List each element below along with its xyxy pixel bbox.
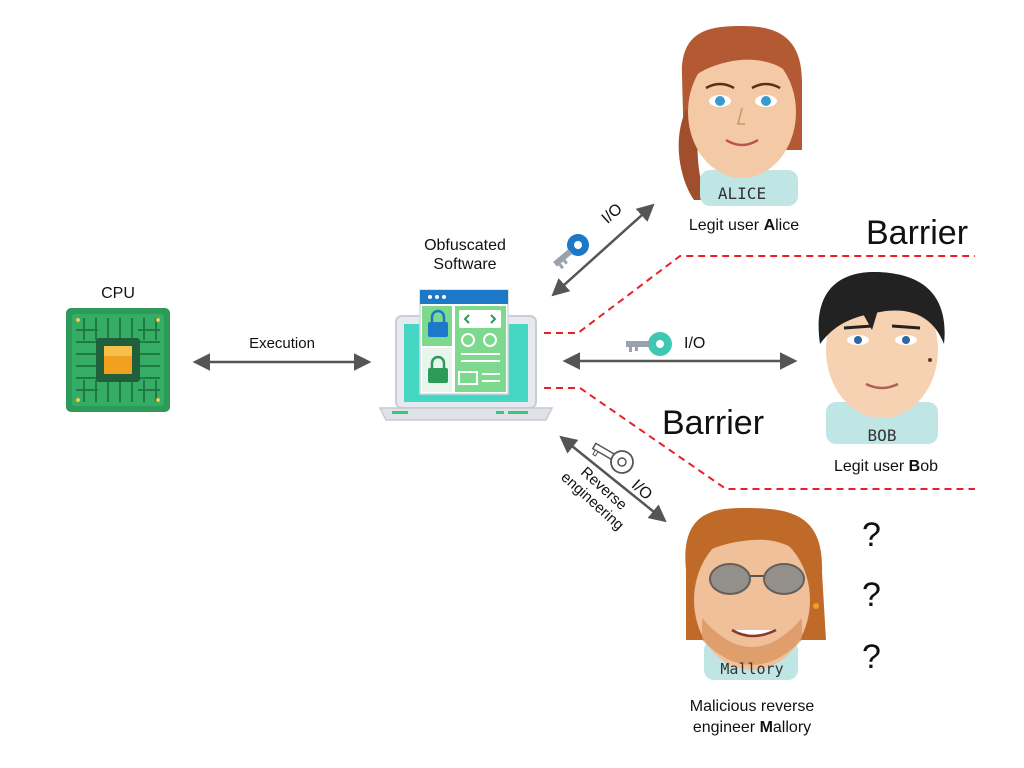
mallory-shirt-text: Mallory — [720, 660, 784, 678]
padlock-icon — [428, 355, 448, 383]
alice-caption-post: lice — [775, 217, 800, 234]
alice-caption-pre: Legit user — [688, 217, 764, 234]
alice-caption: Legit user Alice — [660, 216, 828, 235]
avatar-bob — [818, 272, 945, 444]
key-icon — [626, 332, 672, 356]
sunglasses-icon — [709, 563, 805, 595]
execution-label: Execution — [249, 335, 315, 352]
software-label: Obfuscated Software — [400, 236, 530, 274]
question-mark: ? — [862, 576, 881, 614]
cpu-chip-icon — [66, 308, 170, 412]
bob-caption-initial: B — [908, 458, 921, 475]
mallory-caption: Malicious reverse engineer Mallory — [666, 696, 838, 738]
mallory-caption-initial: M — [759, 719, 773, 736]
mallory-caption-post: allory — [772, 719, 812, 736]
laptop-icon — [378, 289, 554, 421]
padlock-icon — [428, 309, 448, 337]
software-label-line2: Software — [433, 256, 497, 273]
alice-caption-initial: A — [763, 217, 776, 234]
mallory-caption-pre: engineer — [692, 719, 760, 736]
alice-shirt-text: ALICE — [717, 184, 767, 203]
alice-io-arrow — [551, 203, 655, 297]
bob-caption: Legit user Bob — [802, 457, 970, 476]
key-icon — [553, 234, 589, 270]
avatar-alice — [678, 26, 802, 206]
key-icon — [591, 442, 634, 474]
bob-caption-post: ob — [920, 458, 939, 475]
barrier-label-upper: Barrier — [866, 214, 969, 252]
question-mark: ? — [862, 516, 881, 554]
bob-io-label: I/O — [684, 335, 706, 352]
bob-shirt-text: BOB — [867, 426, 897, 445]
mallory-caption-line2: engineer Mallory — [666, 717, 838, 738]
barrier-line-upper — [544, 255, 975, 334]
software-label-line1: Obfuscated — [424, 237, 506, 254]
question-mark: ? — [862, 638, 881, 676]
barrier-label-lower: Barrier — [662, 404, 765, 442]
cpu-label: CPU — [101, 285, 135, 302]
bob-caption-pre: Legit user — [833, 458, 909, 475]
mallory-caption-line1: Malicious reverse — [689, 698, 815, 715]
avatar-mallory — [685, 508, 826, 680]
mallory-io-arrow — [559, 435, 667, 523]
barrier-line-lower — [544, 387, 975, 490]
